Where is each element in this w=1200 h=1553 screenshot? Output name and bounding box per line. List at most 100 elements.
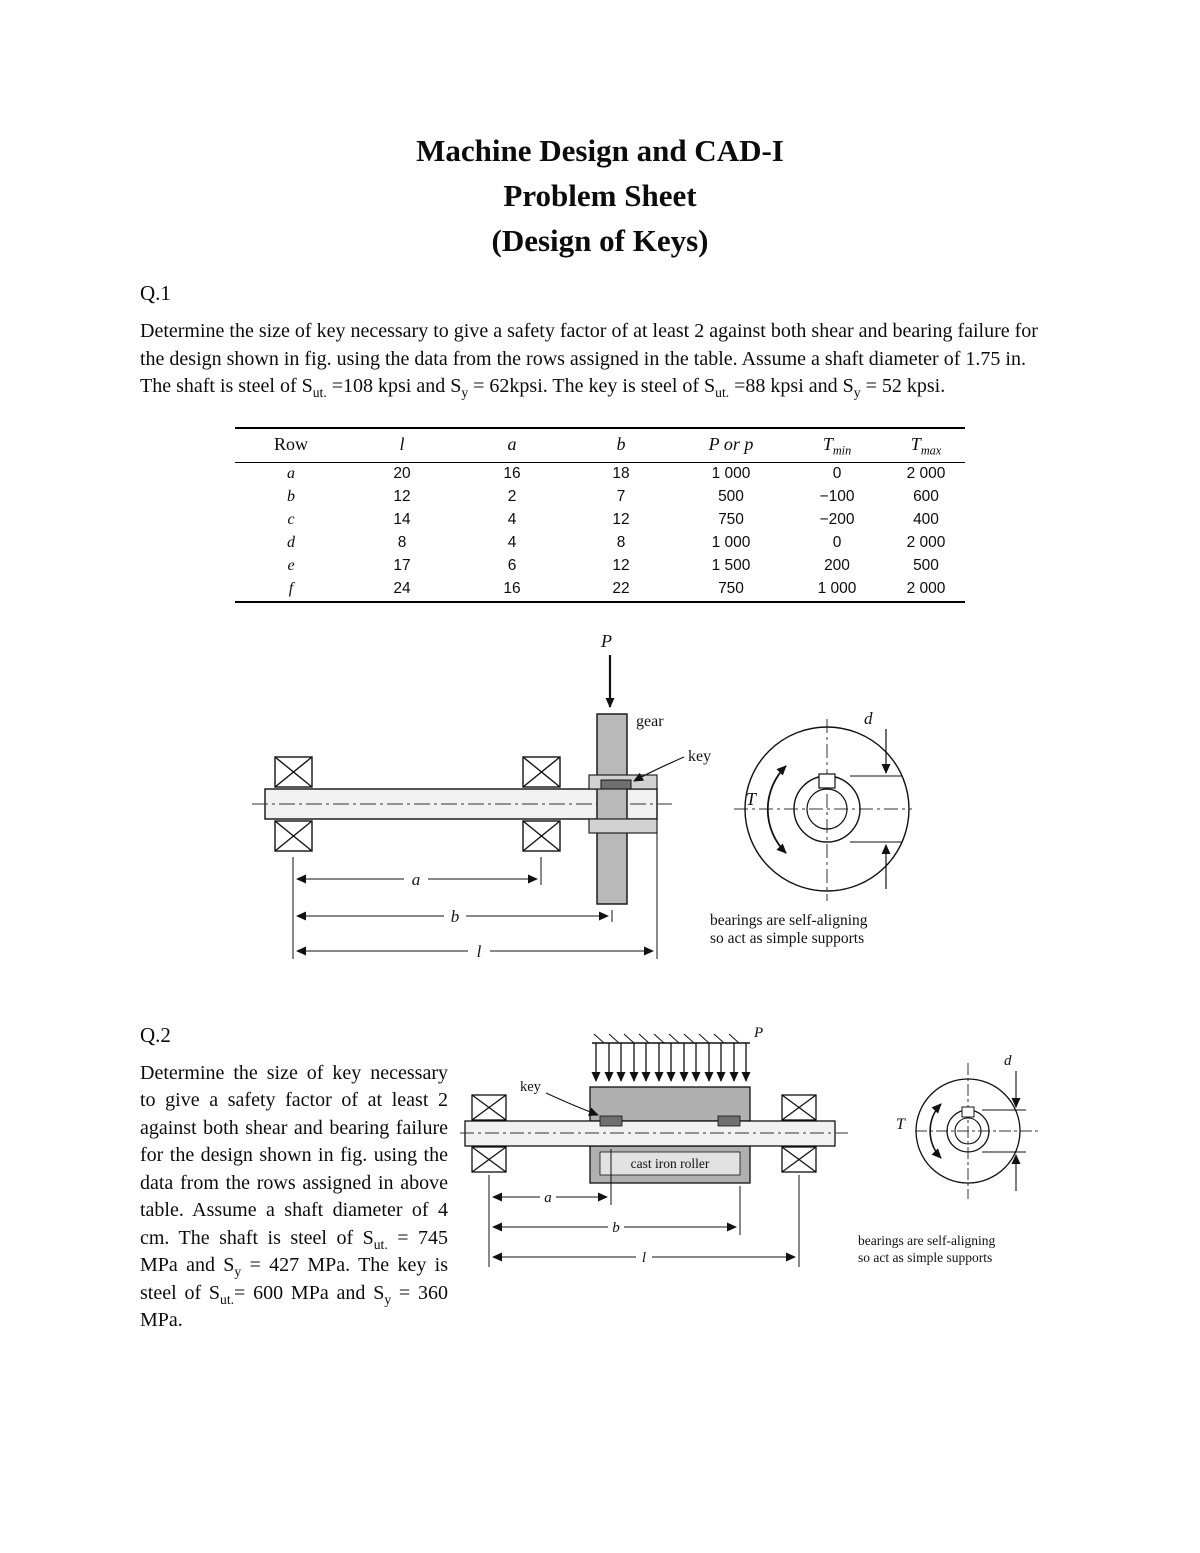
table-cell: 8 (397, 534, 407, 551)
table-cell: 24 (393, 580, 411, 597)
document-content: Machine Design and CAD-I Problem Sheet (… (140, 128, 1060, 1335)
table-row: f 24 16 22 750 1 000 2 000 (235, 578, 965, 602)
title-line-1: Machine Design and CAD-I (416, 133, 784, 168)
q2-label: Q.2 (140, 1022, 171, 1047)
document-title: Machine Design and CAD-I Problem Sheet (… (140, 128, 1060, 263)
fig1-hub-bottom (588, 817, 658, 834)
fig1-torque-arrow (766, 764, 787, 854)
fig2-drawing: P cast iron roller (460, 1025, 1038, 1267)
fig2-roller-assembly: cast iron roller (460, 1085, 848, 1184)
table-cell: 7 (616, 488, 626, 505)
table-cell: 1 000 (817, 580, 857, 597)
fig1-key-section (818, 772, 836, 789)
fig2-dimensions (488, 1148, 800, 1267)
fig2-key-label: key (520, 1079, 542, 1095)
fig1-diameter-label: d (864, 709, 873, 728)
table-cell: 1 000 (711, 465, 751, 482)
title-line-3: (Design of Keys) (491, 223, 709, 258)
figure-q1: P gear key a b (252, 629, 912, 999)
fig2-roller-top (589, 1085, 751, 1122)
table-cell: 500 (913, 557, 939, 574)
fig1-gear-outline (744, 725, 910, 892)
fig2-section-view: T d (896, 1053, 1038, 1199)
fig1-key-leader (633, 755, 685, 782)
fig1-load-label: P (600, 631, 612, 651)
table-cell: 2 000 (906, 465, 946, 482)
fig1-key (600, 779, 632, 789)
fig2-key-right (717, 1115, 741, 1126)
fig1-section-view: T d (734, 709, 912, 901)
table-header-cell: Tmin (822, 433, 852, 458)
fig2-note-line2: so act as simple supports (858, 1250, 992, 1265)
fig1-gear-label: gear (636, 713, 664, 730)
table-cell: 12 (612, 511, 630, 528)
table-cell: 1 000 (711, 534, 751, 551)
fig1-dimensions (292, 822, 658, 959)
table-row-label: e (287, 557, 295, 574)
table-cell: 4 (507, 534, 517, 551)
fig2-torque-label: T (896, 1116, 906, 1133)
table-cell: 600 (913, 488, 939, 505)
fig2-torque-arrow (929, 1102, 942, 1159)
fig2-key-left (599, 1115, 623, 1126)
fig2-distributed-load (591, 1033, 751, 1082)
table-cell: −100 (819, 488, 855, 505)
title-line-2: Problem Sheet (503, 178, 697, 213)
table-header-cell: P or p (708, 433, 754, 454)
fig1-shaft-assembly (252, 712, 672, 905)
fig1-note-line1: bearings are self-aligning (710, 912, 868, 929)
table-header-cell: Tmax (910, 433, 942, 458)
table-cell: 12 (393, 488, 411, 505)
fig2-diameter-label: d (1004, 1053, 1012, 1069)
fig2-dim-a-label: a (544, 1190, 552, 1206)
fig1-note-line2: so act as simple supports (710, 930, 864, 947)
fig2-bearings (471, 1093, 817, 1173)
table-cell: 16 (503, 465, 521, 482)
fig1-load-arrow: P (600, 631, 615, 708)
fig2-dim-l-label: l (642, 1250, 646, 1266)
table-row-label: a (287, 465, 295, 482)
fig2-roller-outline (915, 1077, 1021, 1184)
fig1-drawing: P gear key a b (252, 631, 912, 961)
table-header-cell: Row (273, 433, 308, 454)
table-cell: 0 (832, 465, 842, 482)
fig1-dim-b-label: b (451, 907, 460, 926)
table-cell: 2 000 (906, 580, 946, 597)
fig2-note-line1: bearings are self-aligning (858, 1233, 995, 1248)
q2-paragraph: Determine the size of key necessary to g… (140, 1061, 448, 1332)
table-cell: 6 (507, 557, 517, 574)
table-cell: −200 (819, 511, 855, 528)
fig2-roller-label-band (599, 1151, 741, 1175)
fig1-gear (596, 712, 628, 905)
q2-section: P cast iron roller (140, 1023, 1060, 1335)
q1-label: Q.1 (140, 281, 171, 305)
fig2-load-label: P (753, 1025, 763, 1041)
table-cell: 16 (503, 580, 521, 597)
table-cell: 750 (718, 580, 744, 597)
table-cell: 12 (612, 557, 630, 574)
fig1-dim-a-label: a (412, 870, 421, 889)
table-cell: 400 (913, 511, 939, 528)
table-cell: 2 000 (906, 534, 946, 551)
table-row-label: f (288, 580, 294, 597)
table-cell: 22 (612, 580, 630, 597)
table-header-cell: b (616, 433, 626, 454)
table-row-label: d (287, 534, 295, 551)
table-header-cell: a (507, 433, 517, 454)
fig2-key-section (961, 1106, 975, 1117)
table-cell: 18 (612, 465, 630, 482)
table-row: d 8 4 8 1 000 0 2 000 (235, 532, 965, 555)
table-cell: 8 (616, 534, 626, 551)
fig1-torque-label: T (746, 789, 758, 809)
table-cell: 750 (718, 511, 744, 528)
table-cell: 0 (832, 534, 842, 551)
fig2-roller-label: cast iron roller (631, 1156, 710, 1171)
table-cell: 500 (718, 488, 744, 505)
table-cell: 2 (507, 488, 517, 505)
table-cell: 200 (824, 557, 850, 574)
